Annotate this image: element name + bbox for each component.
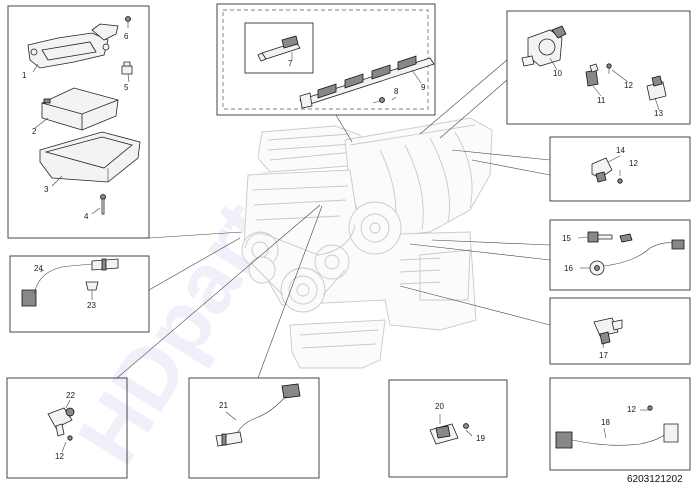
clip-part-5[interactable]: [121, 61, 133, 75]
sensor-part-11[interactable]: [585, 63, 599, 87]
callout-14: 14: [616, 146, 625, 155]
screw-part-8[interactable]: [372, 97, 385, 104]
ecu-bracket-part[interactable]: [27, 23, 119, 69]
callout-12-bottom-left: 12: [55, 452, 64, 461]
ecu-module-part[interactable]: [41, 87, 119, 131]
sensor-part-20[interactable]: [429, 423, 459, 445]
o2-sensor-24-group-frame: [9, 255, 150, 333]
callout-24: 24: [34, 264, 43, 273]
callout-13: 13: [654, 109, 663, 118]
callout-9: 9: [421, 83, 426, 92]
sensor-part-22[interactable]: [47, 407, 75, 437]
callout-16: 16: [564, 264, 573, 273]
callout-12-top: 12: [624, 81, 633, 90]
screw-part-12-top[interactable]: [606, 63, 612, 74]
callout-1: 1: [22, 71, 27, 80]
sensor-part-14[interactable]: [591, 157, 613, 183]
callout-11: 11: [597, 96, 606, 105]
ecu-tray-part[interactable]: [39, 131, 141, 183]
callout-7: 7: [288, 59, 293, 68]
fuel-rail-group-frame: [216, 3, 436, 116]
callout-5: 5: [124, 83, 129, 92]
o2-sensor-21-group-frame: [188, 377, 320, 479]
injector-part-7[interactable]: [257, 35, 301, 62]
callout-10: 10: [553, 69, 562, 78]
bolt-part-15[interactable]: [587, 231, 613, 243]
callout-15: 15: [562, 234, 571, 243]
ecu-group-frame: [7, 5, 150, 239]
callout-20: 20: [435, 402, 444, 411]
throttle-body-part-10[interactable]: [521, 25, 567, 67]
knock-sensor-part-16[interactable]: [589, 233, 685, 276]
callout-12-right: 12: [629, 159, 638, 168]
sensor-22-group-frame: [6, 377, 128, 479]
screw-part-12-bottom-right[interactable]: [640, 405, 653, 411]
bolt-part-4[interactable]: [100, 194, 106, 215]
sensor-17-group-frame: [549, 297, 691, 365]
sensor-14-group-frame: [549, 136, 691, 202]
callout-8: 8: [394, 87, 399, 96]
screw-part-19[interactable]: [463, 423, 473, 437]
sensor-20-group-frame: [388, 379, 508, 478]
callout-17: 17: [599, 351, 608, 360]
clip-part-23[interactable]: [85, 281, 99, 291]
screw-part-12-right[interactable]: [617, 170, 623, 184]
callout-18: 18: [601, 418, 610, 427]
sensor-18-group-frame: [549, 377, 691, 471]
callout-21: 21: [219, 401, 228, 410]
callout-22: 22: [66, 391, 75, 400]
callout-6: 6: [124, 32, 129, 41]
callout-2: 2: [32, 127, 37, 136]
document-number: 6203121202: [627, 474, 683, 485]
o2-sensor-part-24[interactable]: [21, 258, 119, 307]
leader-lines: [116, 59, 551, 379]
knock-sensor-group-frame: [549, 219, 691, 291]
screw-part-6[interactable]: [125, 16, 131, 29]
sensor-part-13[interactable]: [646, 75, 667, 101]
callout-4: 4: [84, 212, 89, 221]
callout-3: 3: [44, 185, 49, 194]
callout-23: 23: [87, 301, 96, 310]
screw-part-12-bottom-left[interactable]: [61, 435, 73, 453]
sensor-part-18[interactable]: [555, 423, 679, 449]
engine-illustration: [241, 117, 493, 369]
throttle-group-frame: [506, 10, 691, 125]
callout-19: 19: [476, 434, 485, 443]
sensor-part-17[interactable]: [593, 317, 623, 345]
injector-inset-frame: [244, 22, 314, 74]
o2-sensor-part-21[interactable]: [215, 383, 301, 447]
fuel-rail-part-9[interactable]: [299, 55, 435, 109]
callout-12-bottom-right: 12: [627, 405, 636, 414]
